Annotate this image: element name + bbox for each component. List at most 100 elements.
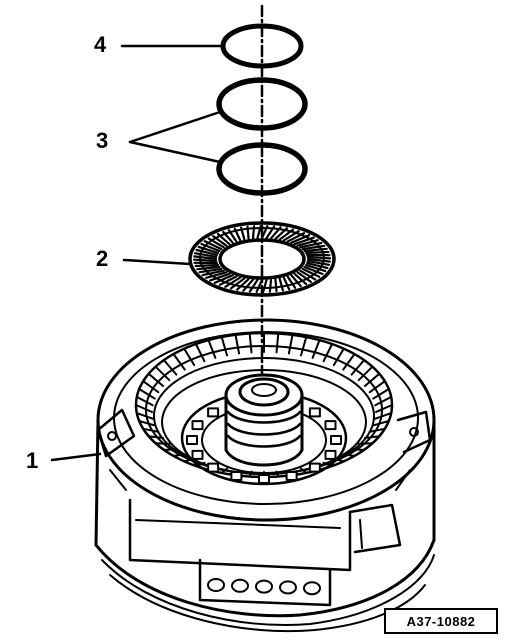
hub-slot xyxy=(186,435,198,445)
detail-line xyxy=(242,278,255,292)
detail-line xyxy=(278,277,284,292)
hub-slot xyxy=(191,420,204,431)
detail-line xyxy=(195,248,218,256)
detail-line xyxy=(374,412,393,420)
detail-line xyxy=(275,332,280,354)
detail-line xyxy=(342,453,356,457)
detail-line xyxy=(332,347,345,367)
detail-line xyxy=(234,333,241,355)
hub-slot xyxy=(285,471,298,481)
detail-line xyxy=(172,353,186,371)
detail-line xyxy=(296,271,312,283)
housing-hole xyxy=(231,578,249,593)
detail-line xyxy=(260,225,269,240)
detail-line xyxy=(197,245,220,254)
callout-4: 4 xyxy=(94,32,107,57)
detail-line xyxy=(203,240,223,251)
detail-line xyxy=(135,412,154,420)
hub-slot xyxy=(324,449,337,460)
detail-line xyxy=(265,225,276,240)
detail-line xyxy=(303,247,328,253)
detail-line xyxy=(375,404,393,413)
detail-line xyxy=(248,278,259,293)
detail-line xyxy=(220,336,228,357)
hub-slot xyxy=(330,435,342,445)
detail-line xyxy=(278,228,295,241)
detail-line xyxy=(142,380,160,394)
callout-1: 1 xyxy=(26,448,39,473)
detail-line xyxy=(301,267,321,278)
detail-line xyxy=(296,239,319,247)
detail-line xyxy=(372,420,390,427)
detail-line xyxy=(342,353,356,371)
leader-line-3a xyxy=(128,110,222,144)
detail-line xyxy=(306,257,331,263)
hub-slot xyxy=(207,462,220,473)
detail-line xyxy=(287,333,294,355)
detail-line xyxy=(350,359,366,376)
hub-slot xyxy=(308,462,321,473)
detail-line xyxy=(216,232,231,246)
detail-line xyxy=(218,275,238,286)
callout-2: 2 xyxy=(96,246,109,271)
hub-slot xyxy=(230,471,243,481)
part-1-clutch-drum xyxy=(94,318,436,633)
detail-line xyxy=(322,343,334,363)
detail-line xyxy=(209,272,231,282)
leader-line-1 xyxy=(50,452,102,462)
reference-code: A37-10882 xyxy=(406,613,476,629)
leader-line-2 xyxy=(122,258,192,266)
detail-line xyxy=(300,336,308,357)
detail-line xyxy=(194,343,206,363)
detail-line xyxy=(306,255,332,260)
hub-slot xyxy=(324,420,337,431)
detail-line xyxy=(311,339,321,359)
housing-hole xyxy=(279,580,297,595)
detail-line xyxy=(222,230,234,244)
detail-line xyxy=(374,395,393,407)
detail-line xyxy=(196,265,221,271)
detail-line xyxy=(200,242,221,253)
detail-line xyxy=(147,435,165,439)
detail-line xyxy=(193,255,218,261)
detail-line xyxy=(293,272,308,286)
detail-line xyxy=(299,269,317,281)
detail-line xyxy=(246,225,250,240)
detail-line xyxy=(135,404,153,413)
detail-line xyxy=(205,271,228,279)
detail-line xyxy=(368,380,386,394)
leader-line-3b xyxy=(128,140,222,164)
housing-hole xyxy=(255,579,273,594)
detail-line xyxy=(227,229,238,243)
detail-line xyxy=(183,347,196,367)
detail-line xyxy=(293,236,315,246)
detail-line xyxy=(162,448,178,451)
detail-line xyxy=(207,339,217,359)
detail-line xyxy=(286,232,306,243)
detail-line xyxy=(256,224,262,240)
hub-slot xyxy=(308,407,321,418)
callout-3: 3 xyxy=(96,128,109,153)
detail-line xyxy=(304,264,327,273)
detail-line xyxy=(286,275,297,289)
detail-line xyxy=(192,258,218,263)
detail-line xyxy=(154,442,171,445)
detail-line xyxy=(240,226,246,241)
detail-line xyxy=(224,276,242,288)
detail-line xyxy=(372,388,390,400)
detail-line xyxy=(363,435,381,439)
detail-line xyxy=(162,359,178,376)
detail-line xyxy=(282,230,300,242)
detail-line xyxy=(233,227,242,242)
detail-line xyxy=(138,388,156,400)
detail-line xyxy=(138,420,156,427)
detail-line xyxy=(306,262,329,270)
detail-line xyxy=(255,278,264,293)
detail-line xyxy=(301,244,326,251)
detail-line xyxy=(201,269,225,277)
detail-line xyxy=(303,265,324,276)
housing-hole xyxy=(303,581,321,596)
detail-line xyxy=(236,278,250,291)
detail-line xyxy=(135,395,154,407)
